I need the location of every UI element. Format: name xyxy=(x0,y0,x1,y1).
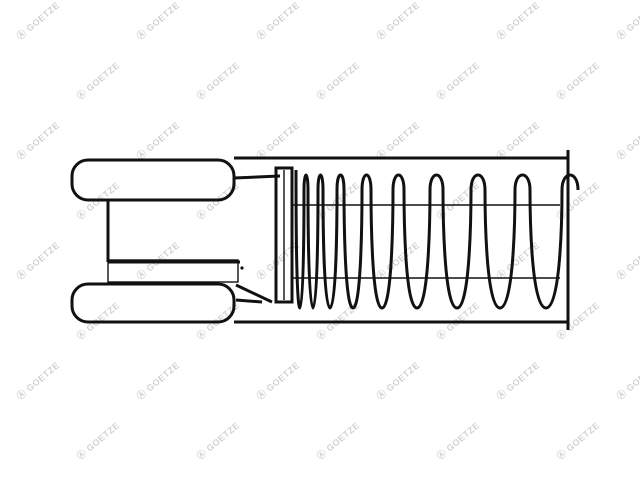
watermark-logo: Ⓐ GOETZE xyxy=(194,59,241,101)
watermark-logo: Ⓐ GOETZE xyxy=(434,59,481,101)
watermark-logo: Ⓐ GOETZE xyxy=(134,119,181,161)
ring-slope-line-2 xyxy=(235,298,263,304)
watermark-logo: Ⓐ GOETZE xyxy=(374,119,421,161)
watermark-logo: Ⓐ GOETZE xyxy=(614,119,640,161)
watermark-logo: Ⓐ GOETZE xyxy=(434,299,481,341)
watermark-logo: Ⓐ GOETZE xyxy=(134,359,181,401)
watermark-logo: Ⓐ GOETZE xyxy=(494,359,541,401)
watermark-logo: Ⓐ GOETZE xyxy=(314,419,361,461)
watermark-logo: Ⓐ GOETZE xyxy=(14,0,61,42)
watermark-logo: Ⓐ GOETZE xyxy=(494,0,541,42)
watermark-logo: Ⓐ GOETZE xyxy=(74,419,121,461)
watermark-logo: Ⓐ GOETZE xyxy=(254,359,301,401)
watermark-logo: Ⓐ GOETZE xyxy=(74,59,121,101)
watermark-logo: Ⓐ GOETZE xyxy=(14,239,61,281)
watermark-logo: Ⓐ GOETZE xyxy=(554,299,601,341)
watermark-logo: Ⓐ GOETZE xyxy=(374,239,421,281)
upper-ring-rail xyxy=(70,158,236,202)
watermark-logo: Ⓐ GOETZE xyxy=(554,419,601,461)
watermark-logo: Ⓐ GOETZE xyxy=(254,119,301,161)
watermark-logo: Ⓐ GOETZE xyxy=(614,239,640,281)
lower-ring-rail xyxy=(70,282,236,324)
ring-slope-line xyxy=(235,283,273,304)
watermark-logo: Ⓐ GOETZE xyxy=(14,359,61,401)
watermark-logo: Ⓐ GOETZE xyxy=(614,359,640,401)
spring-start-block xyxy=(274,166,294,304)
watermark-logo: Ⓐ GOETZE xyxy=(314,59,361,101)
watermark-logo: Ⓐ GOETZE xyxy=(374,0,421,42)
watermark-logo: Ⓐ GOETZE xyxy=(434,419,481,461)
spacer-band xyxy=(107,259,239,283)
watermark-logo: Ⓐ GOETZE xyxy=(254,0,301,42)
ring-body-outline xyxy=(106,174,281,264)
watermark-logo: Ⓐ GOETZE xyxy=(194,419,241,461)
watermark-logo: Ⓐ GOETZE xyxy=(554,59,601,101)
watermark-logo: Ⓐ GOETZE xyxy=(614,0,640,42)
watermark-logo: Ⓐ GOETZE xyxy=(14,119,61,161)
watermark-logo: Ⓐ GOETZE xyxy=(374,359,421,401)
coil-spring xyxy=(294,169,580,310)
watermark-logo: Ⓐ GOETZE xyxy=(134,0,181,42)
watermark-logo: Ⓐ GOETZE xyxy=(494,119,541,161)
watermark-logo: Ⓐ GOETZE xyxy=(254,239,301,281)
marker-dot xyxy=(240,266,244,270)
